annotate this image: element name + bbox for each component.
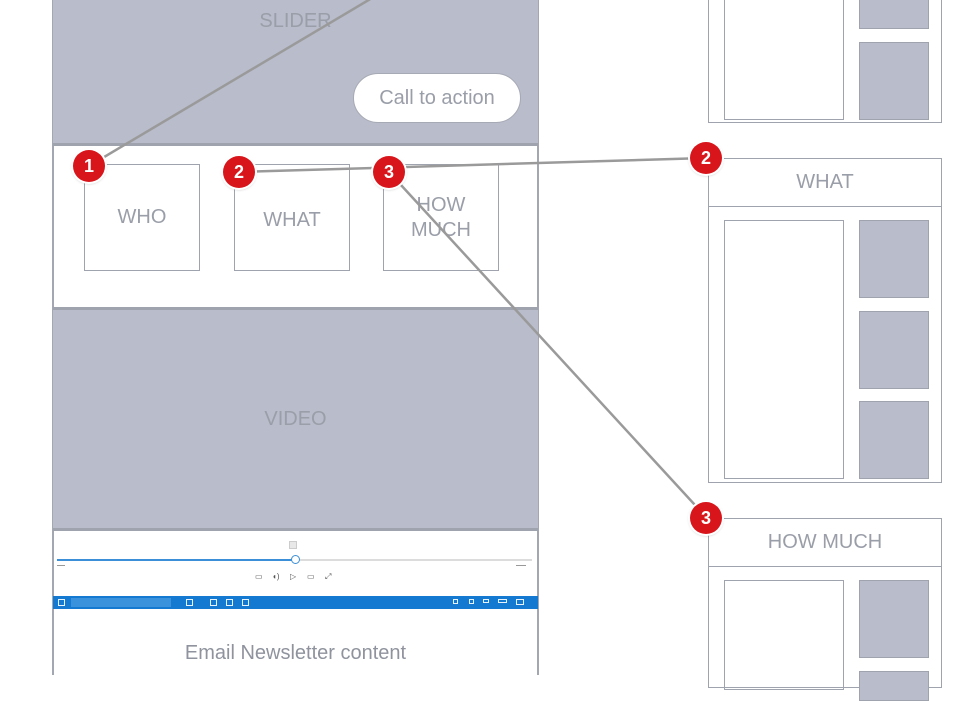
marker-2-what-panel: 2	[690, 142, 722, 174]
panel-thumbnail	[859, 311, 929, 389]
tile-what[interactable]: WHAT	[234, 164, 350, 271]
panel-main-placeholder	[724, 220, 844, 479]
volume-icon[interactable]: ◖)	[272, 572, 280, 581]
connector-lines	[88, 0, 707, 518]
tray-volume-icon[interactable]	[469, 599, 474, 604]
marker-number: 3	[383, 161, 394, 182]
store-icon[interactable]	[242, 599, 249, 606]
tray-clock[interactable]	[498, 599, 507, 603]
tile-who[interactable]: WHO	[84, 164, 200, 271]
marker-number: 2	[700, 147, 711, 168]
connector-2	[238, 156, 707, 174]
panel-thumbnail	[859, 580, 929, 658]
marker-number: 2	[233, 161, 244, 182]
tile-who-label: WHO	[117, 206, 167, 228]
panel-title-text: HOW MUCH	[767, 531, 883, 553]
panel-thumbnail	[859, 0, 929, 29]
newsletter-label: Email Newsletter content	[184, 642, 407, 664]
slider-label: SLIDER	[259, 10, 332, 32]
panel-thumbnail	[859, 671, 929, 701]
edge-icon[interactable]	[210, 599, 217, 606]
panel-thumbnail	[859, 220, 929, 298]
player-progress-handle[interactable]	[290, 555, 300, 564]
panel-title-how-much: HOW MUCH	[709, 519, 941, 567]
player-time-left	[57, 565, 65, 566]
tray-battery-icon[interactable]	[483, 599, 489, 603]
player-time-right	[516, 565, 526, 566]
tray-network-icon[interactable]	[453, 599, 458, 604]
captions-icon[interactable]: ▭	[255, 572, 263, 581]
notification-icon[interactable]	[516, 599, 524, 605]
tile-how-much[interactable]: HOW MUCH	[383, 164, 499, 271]
taskbar-search-box[interactable]	[71, 598, 171, 607]
call-to-action-button[interactable]: Call to action	[353, 73, 521, 123]
fullscreen-icon[interactable]: ⤢	[325, 572, 332, 581]
marker-3-how-much-panel: 3	[690, 502, 722, 534]
panel-title-text: WHAT	[796, 171, 854, 193]
marker-number: 1	[83, 155, 94, 176]
tile-what-label: WHAT	[263, 209, 321, 231]
cta-label: Call to action	[379, 86, 495, 109]
connector-1	[88, 0, 372, 168]
panel-title-what: WHAT	[709, 159, 941, 207]
marker-number: 3	[700, 507, 711, 528]
connector-3	[388, 171, 707, 518]
windows-taskbar	[53, 596, 538, 609]
player-progress-fill	[57, 559, 295, 561]
start-icon[interactable]	[58, 599, 65, 606]
player-timeline-top-marker	[289, 541, 297, 549]
explorer-icon[interactable]	[226, 599, 233, 606]
marker-3-how-much: 3	[373, 156, 405, 188]
panel-thumbnail	[859, 42, 929, 120]
video-placeholder: VIDEO	[53, 307, 538, 531]
marker-1-who: 1	[73, 150, 105, 182]
task-view-icon[interactable]	[186, 599, 193, 606]
detail-panel-who	[708, 0, 942, 123]
player-controls: ▭ ◖) ▷ ▭ ⤢	[255, 572, 335, 582]
detail-panel-how-much: HOW MUCH	[708, 518, 942, 701]
detail-panel-what: WHAT	[708, 158, 942, 483]
marker-2-what: 2	[223, 156, 255, 188]
panel-thumbnail	[859, 401, 929, 479]
video-label: VIDEO	[264, 407, 327, 430]
newsletter-section: Email Newsletter content	[53, 610, 538, 675]
settings-icon[interactable]: ▭	[307, 572, 315, 581]
play-icon[interactable]: ▷	[290, 572, 297, 581]
player-progress-track[interactable]	[57, 555, 532, 564]
panel-main-placeholder	[724, 0, 844, 120]
